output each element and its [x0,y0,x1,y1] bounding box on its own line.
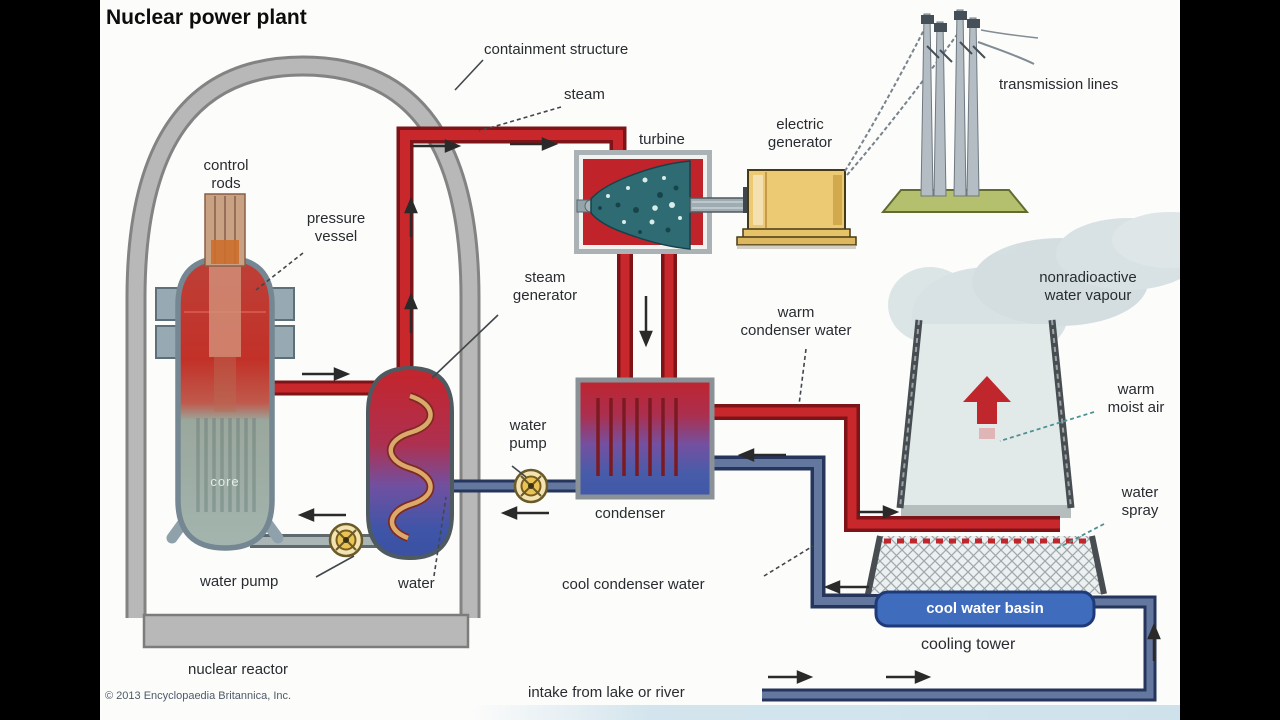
warm-air-up-arrow [963,376,1011,439]
pressure-vessel [155,255,295,551]
electric-generator [736,169,857,249]
condenser-tubes [596,398,678,476]
label-condenser: condenser [595,505,666,522]
water-pump-primary [328,522,364,558]
label-steam-generator: steam generator [512,269,578,305]
control-rods [204,193,246,267]
turbine [574,150,712,254]
label-pointer-lines [255,59,1105,578]
label-intake-from-lake-or-river: intake from lake or river [528,684,685,701]
label-transmission-lines: transmission lines [999,76,1119,93]
left-pillarbox [0,0,100,720]
label-electric-generator: electric generator [767,116,833,152]
containment-base [142,613,470,649]
turbine-blade-speckles [598,176,682,234]
steam-generator [366,365,454,561]
intake-pipe [762,595,1157,702]
label-control-rods: control rods [203,157,249,193]
label-pressure-vessel: pressure vessel [306,210,366,246]
label-cool-water-basin: cool water basin [926,600,1044,617]
label-warm-moist-air: warm moist air [1107,381,1165,417]
label-water: water [398,575,435,592]
copyright-notice: © 2013 Encyclopaedia Britannica, Inc. [105,690,292,702]
cool-condenser-water-pipe [710,455,886,609]
warm-condenser-water-pipe [710,404,1060,532]
label-nonradioactive-water-vapour: nonradioactive water vapour [1039,269,1137,305]
control-rod-channel [209,262,241,357]
label-water-spray: water spray [1121,484,1159,520]
power-wire [844,25,927,172]
label-water-pump-secondary: water pump [509,417,547,453]
flow-arrows [297,137,1161,684]
turbine-shaft [689,197,751,213]
transmission-lines [844,9,1039,213]
condenser [575,377,715,500]
label-turbine: turbine [639,131,685,148]
label-steam: steam [564,86,605,103]
steam-pipe [396,126,627,392]
label-cool-condenser-water: cool condenser water [562,576,705,593]
turbine-rotor [590,160,691,250]
water-spray-mesh [865,535,1107,595]
containment-structure [125,55,481,649]
cooling-tower-shell-edges [896,319,1075,509]
right-pillarbox [1180,0,1280,720]
page-title: Nuclear power plant [106,6,307,29]
label-warm-condenser-water: warm condenser water [740,304,852,340]
label-cooling-tower: cooling tower [921,636,1016,653]
turbine-exhaust-pipes [617,252,677,392]
water-pump-secondary [513,468,549,504]
label-water-pump-primary: water pump [200,573,279,590]
cool-water-basin [874,590,1096,628]
label-nuclear-reactor: nuclear reactor [188,661,289,678]
label-core: core [210,474,240,489]
label-containment-structure: containment structure [484,41,629,58]
lake-water-band [470,705,1180,720]
